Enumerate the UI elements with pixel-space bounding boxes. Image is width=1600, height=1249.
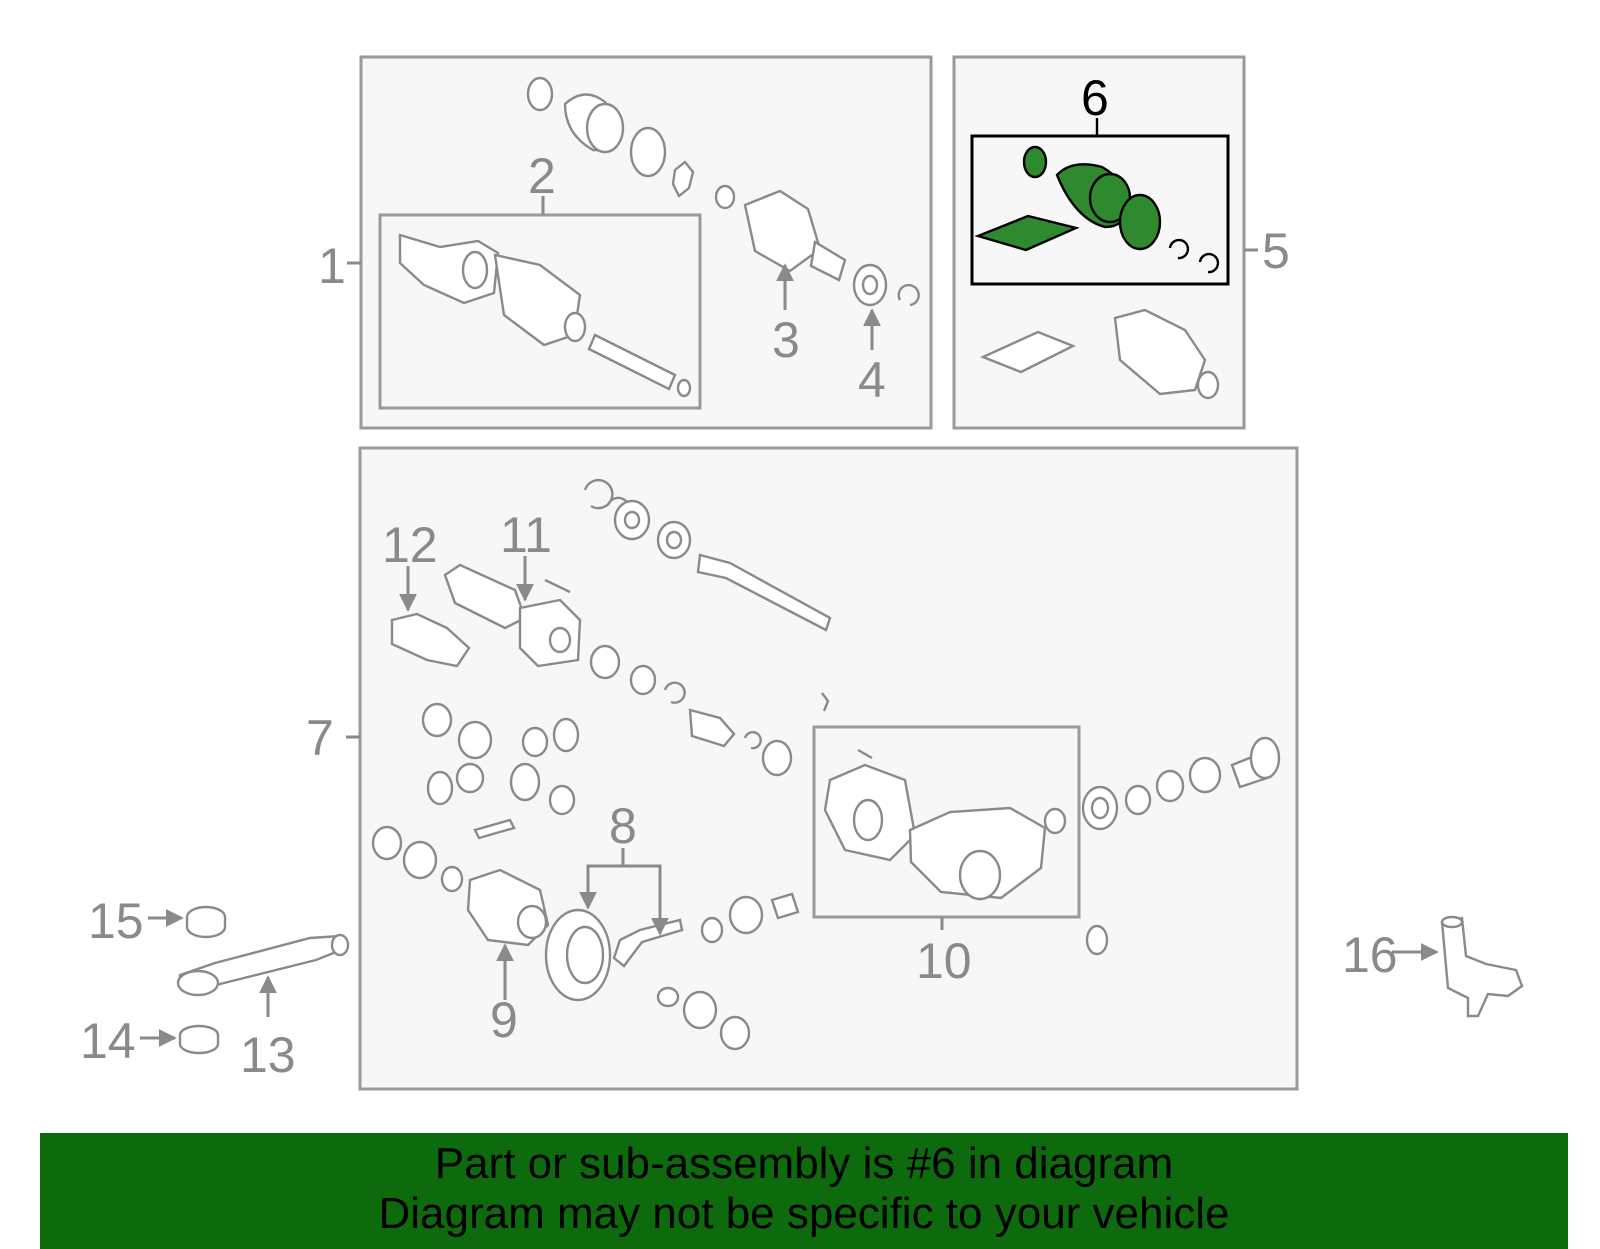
callout-2[interactable]: 2 — [528, 148, 556, 204]
callout-13[interactable]: 13 — [240, 1027, 296, 1083]
outside-parts-illustration — [176, 905, 1524, 1055]
callout-4[interactable]: 4 — [858, 352, 886, 408]
part-6-boot-kit[interactable] — [974, 145, 1220, 274]
callout-11[interactable]: 11 — [500, 507, 552, 563]
callout-15[interactable]: 15 — [88, 893, 144, 949]
banner-line-1: Part or sub-assembly is #6 in diagram — [434, 1139, 1174, 1188]
shaft-parts-illustration — [398, 76, 920, 398]
highlight-frame-6 — [970, 134, 1230, 286]
callout-3[interactable]: 3 — [772, 312, 800, 368]
callout-6[interactable]: 6 — [1081, 70, 1109, 126]
callout-12[interactable]: 12 — [382, 517, 438, 573]
info-banner: Part or sub-assembly is #6 in diagram Di… — [40, 1133, 1568, 1249]
callout-5[interactable]: 5 — [1262, 223, 1290, 279]
callout-9[interactable]: 9 — [490, 992, 518, 1048]
kit-parts-illustration — [979, 308, 1220, 400]
callout-14[interactable]: 14 — [80, 1013, 136, 1069]
callout-1[interactable]: 1 — [318, 238, 346, 294]
callout-16[interactable]: 16 — [1342, 927, 1398, 983]
box-inner-shaft — [378, 213, 702, 410]
callout-7[interactable]: 7 — [306, 710, 334, 766]
callout-8[interactable]: 8 — [609, 798, 637, 854]
differential-parts-illustration — [371, 478, 1281, 1051]
box-inner-carrier — [812, 725, 1081, 919]
callout-10[interactable]: 10 — [916, 933, 972, 989]
banner-line-2: Diagram may not be specific to your vehi… — [378, 1189, 1230, 1238]
